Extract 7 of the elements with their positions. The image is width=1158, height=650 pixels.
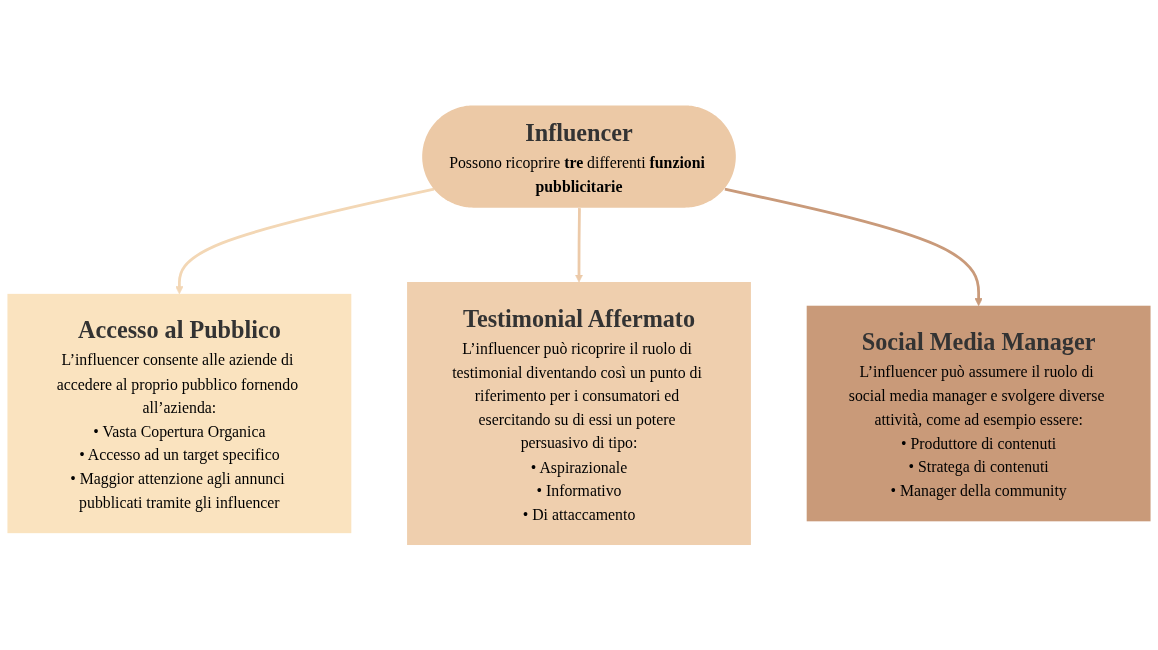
arrow xyxy=(175,187,435,294)
node-box: Testimonial Affermato L’influencer può ricoprire il ruolo di testimonial diventando così un punto di riferimento per i consumatori ed esercitando su di essi un potere persuasivo di tipo: • Aspirazionale • Informativo • Di attaccamento xyxy=(407,281,751,545)
arrow xyxy=(574,207,584,283)
node-box: Influencer Possono ricoprire tre differenti funzioni pubblicitarie xyxy=(422,105,736,208)
node-box: Social Media Manager L’influencer può assumere il ruolo di social media manager e svolgere diverse attività, come ad esempio essere: • Produttore di contenuti • Stratega di contenuti • Manager della community xyxy=(806,305,1151,522)
node-box: Accesso al Pubblico L’influencer consente alle aziende di accedere al proprio pubblico fornendo all’azienda: • Vasta Copertura Organica • Accesso ad un target specifico • Maggior attenzione agli annunci pubblicati tramite gli influencer xyxy=(7,293,352,533)
arrow xyxy=(724,187,983,306)
